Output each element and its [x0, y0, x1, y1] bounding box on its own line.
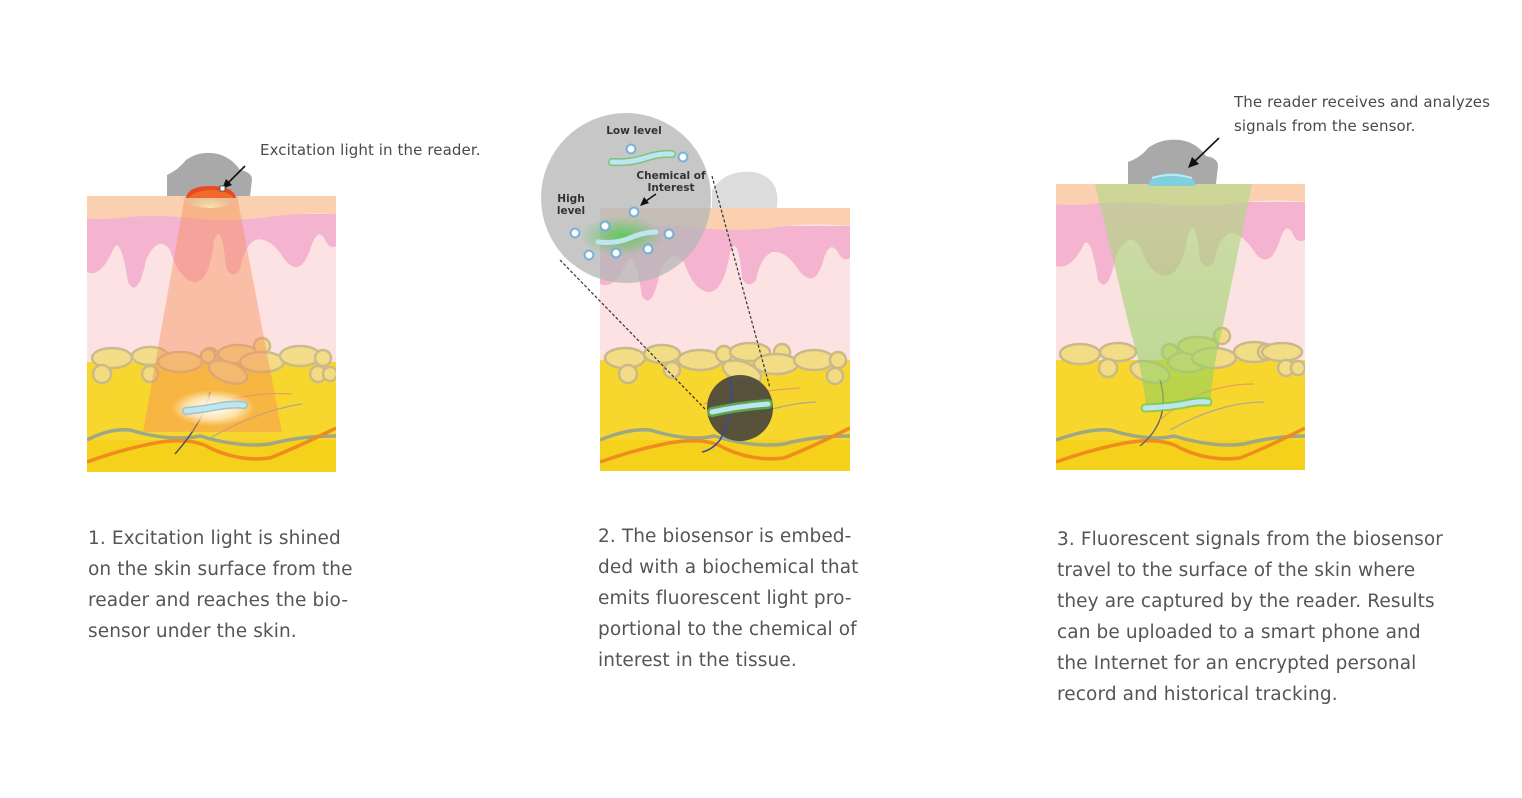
caption-line: 2. The biosensor is embed- — [598, 526, 852, 547]
caption-line: interest in the tissue. — [598, 650, 797, 671]
caption-line: portional to the chemical of — [598, 619, 857, 640]
callout-reader-analyzes: The reader receives and analyzes signals… — [1234, 90, 1490, 138]
label-high-level: High level — [556, 193, 586, 217]
fluorescent-signal-beam — [1095, 184, 1252, 404]
callout-line: The reader receives and analyzes — [1234, 93, 1491, 111]
label-low-level: Low level — [606, 125, 662, 137]
caption-line: reader and reaches the bio- — [88, 590, 349, 611]
callout-excitation-light: Excitation light in the reader. — [260, 141, 481, 159]
caption-line: emits fluorescent light pro- — [598, 588, 852, 609]
callout-line: signals from the sensor. — [1234, 117, 1416, 135]
caption-line: on the skin surface from the — [88, 559, 353, 580]
caption-line: 3. Fluorescent signals from the biosenso… — [1057, 529, 1444, 550]
caption-line: travel to the surface of the skin where — [1057, 560, 1416, 581]
caption-line: ded with a biochemical that — [598, 557, 859, 578]
caption-line: can be uploaded to a smart phone and — [1057, 622, 1421, 643]
panel-step-1: Excitation light in the reader. 1. Excit… — [0, 0, 520, 798]
skin-diagram-step-1 — [87, 152, 336, 472]
caption-line: record and historical tracking. — [1057, 684, 1338, 705]
reader-device — [1128, 139, 1218, 184]
caption-step-1: 1. Excitation light is shined on the ski… — [88, 523, 353, 647]
caption-line: the Internet for an encrypted personal — [1057, 653, 1417, 674]
inset-magnifier — [541, 113, 711, 283]
caption-step-3: 3. Fluorescent signals from the biosenso… — [1057, 524, 1443, 710]
chemical-molecules — [569, 143, 689, 261]
caption-line: sensor under the skin. — [88, 621, 297, 642]
caption-step-2: 2. The biosensor is embed- ded with a bi… — [598, 521, 859, 676]
caption-line: 1. Excitation light is shined — [88, 528, 341, 549]
magnified-area — [707, 375, 773, 441]
caption-line: they are captured by the reader. Results — [1057, 591, 1435, 612]
label-chemical-of-interest: Chemical of Interest — [636, 170, 706, 194]
